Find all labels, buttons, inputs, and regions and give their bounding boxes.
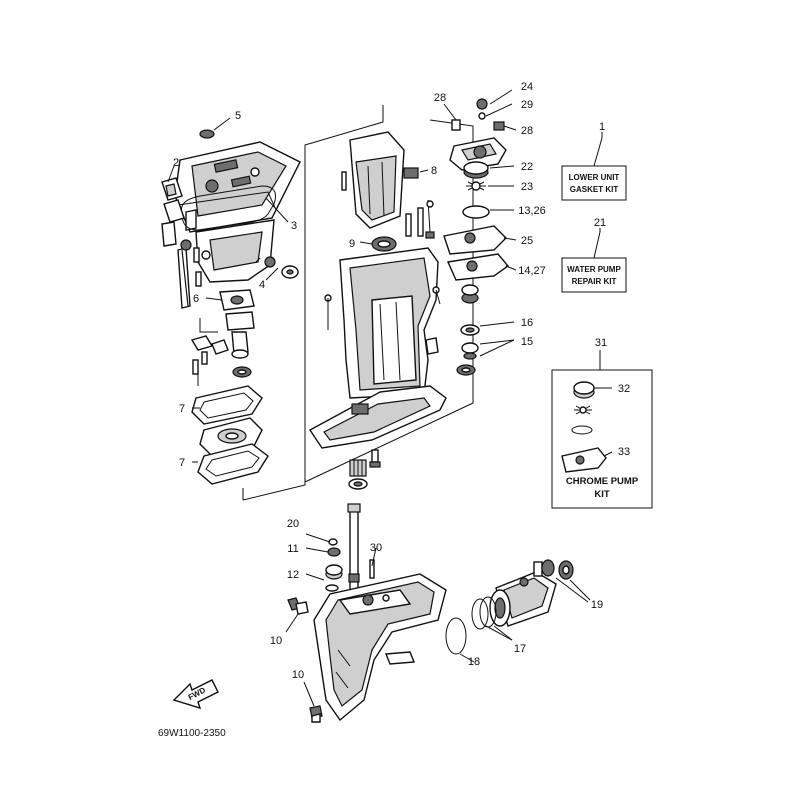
callout-label: 7 bbox=[179, 457, 185, 469]
upper-casing bbox=[308, 131, 447, 449]
callout-label: 29 bbox=[521, 99, 533, 111]
callout-label: 1 bbox=[599, 121, 605, 133]
callout-label: 6 bbox=[193, 293, 199, 305]
callout-label: 17 bbox=[514, 643, 526, 655]
callout-label: 8 bbox=[431, 165, 437, 177]
callout-label: 10 bbox=[270, 635, 282, 647]
callout-label: 13,26 bbox=[518, 205, 546, 217]
fwd-arrow-icon: FWD bbox=[172, 679, 219, 710]
fittings-left bbox=[190, 335, 229, 386]
tube-plate-6 bbox=[199, 289, 255, 378]
callout-label: 20 bbox=[287, 518, 299, 530]
diagram-code: 69W1100-2350 bbox=[158, 728, 226, 739]
chrome-pump-kit-box: CHROME PUMP KIT bbox=[551, 350, 653, 509]
shaft-housing bbox=[445, 559, 591, 663]
callout-label: 3 bbox=[291, 220, 297, 232]
callout-label: 5 bbox=[235, 110, 241, 122]
callout-label: 23 bbox=[521, 181, 533, 193]
kit-line: REPAIR KIT bbox=[572, 277, 617, 286]
callout-label: 14,27 bbox=[518, 265, 546, 277]
callout-label: 18 bbox=[468, 656, 480, 668]
leader-lines bbox=[192, 89, 603, 567]
lower-unit-gasket-kit-box: LOWER UNIT GASKET KIT bbox=[561, 137, 627, 201]
callout-label: 19 bbox=[591, 599, 603, 611]
bracket-2 bbox=[161, 165, 185, 223]
water-tube bbox=[161, 221, 202, 309]
seal-9 bbox=[359, 236, 397, 252]
callout-label: 28 bbox=[434, 92, 446, 104]
callout-label: 2 bbox=[173, 157, 179, 169]
gaskets-7 bbox=[191, 385, 269, 485]
callout-labels: 1 2 3 4 5 6 7 7 8 9 10 10 11 12 13,26 14… bbox=[173, 81, 630, 681]
callout-label: 7 bbox=[179, 403, 185, 415]
callout-label: 31 bbox=[595, 337, 607, 349]
kit-line: CHROME PUMP bbox=[566, 476, 639, 487]
callout-label: 28 bbox=[521, 125, 533, 137]
callout-label: 4 bbox=[259, 279, 265, 291]
callout-label: 15 bbox=[521, 336, 533, 348]
gasket-3 bbox=[180, 185, 276, 231]
shaft-washers bbox=[305, 533, 343, 592]
callout-label: 21 bbox=[594, 217, 606, 229]
kit-line: WATER PUMP bbox=[567, 265, 621, 274]
bolts-10 bbox=[285, 597, 323, 723]
callout-label: 11 bbox=[287, 543, 298, 555]
callout-label: 16 bbox=[521, 317, 533, 329]
washer-5 bbox=[199, 129, 215, 139]
callout-label: 9 bbox=[349, 238, 355, 250]
kit-line: KIT bbox=[594, 489, 610, 500]
callout-label: 32 bbox=[618, 383, 630, 395]
callout-label: 33 bbox=[618, 446, 630, 458]
bearing-center bbox=[348, 449, 381, 490]
water-pump-repair-kit-box: WATER PUMP REPAIR KIT bbox=[561, 231, 627, 293]
callout-label: 25 bbox=[521, 235, 533, 247]
kit-line: GASKET KIT bbox=[570, 185, 619, 194]
kit-line: LOWER UNIT bbox=[569, 173, 620, 182]
callout-label: 30 bbox=[370, 542, 382, 554]
callout-label: 24 bbox=[521, 81, 533, 93]
callout-label: 10 bbox=[292, 669, 304, 681]
callout-label: 22 bbox=[521, 161, 533, 173]
lower-casing bbox=[313, 503, 447, 722]
exhaust-guide-assembly bbox=[174, 141, 301, 283]
water-pump-stack bbox=[443, 98, 510, 376]
callout-label: 12 bbox=[287, 569, 299, 581]
plug-4 bbox=[264, 256, 299, 281]
